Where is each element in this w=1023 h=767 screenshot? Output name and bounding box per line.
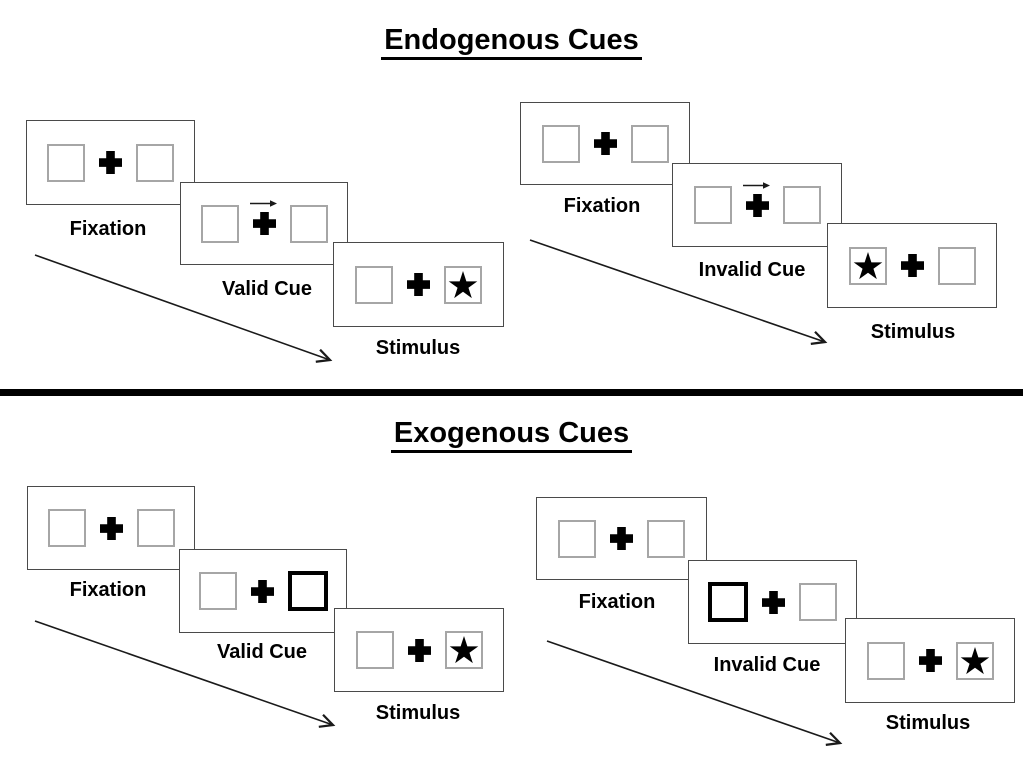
- left-placeholder-box: [541, 124, 580, 163]
- star-icon: [960, 646, 989, 674]
- endo-valid-fixation-card: [26, 120, 195, 205]
- left-placeholder-box: [47, 509, 86, 547]
- fixation-cross-icon: [250, 579, 274, 603]
- fixation-cross-icon: [407, 638, 431, 662]
- section-divider: [0, 389, 1023, 396]
- exo-valid-fixation-card: [27, 486, 195, 570]
- right-placeholder-box: [799, 583, 837, 621]
- section-title-exogenous: Exogenous Cues: [0, 417, 1023, 453]
- step-label-cue: Invalid Cue: [698, 259, 806, 281]
- section-title-endogenous: Endogenous Cues: [0, 24, 1023, 60]
- star-target-box: [444, 265, 482, 304]
- fixation-cross-icon: [742, 181, 770, 217]
- fixation-cross-icon: [249, 200, 277, 235]
- section-title-endogenous-text: Endogenous Cues: [381, 24, 642, 60]
- step-label-cue: Valid Cue: [221, 278, 313, 300]
- step-label-stimulus: Stimulus: [870, 321, 956, 343]
- exo-invalid-fixation-card: [536, 497, 707, 580]
- endo-valid-stimulus-card: [333, 242, 504, 327]
- exo-valid-cue-card: [179, 549, 347, 633]
- cue-highlight-box: [287, 571, 328, 611]
- left-placeholder-box: [866, 641, 905, 680]
- left-placeholder-box: [47, 143, 85, 182]
- right-arrow-icon: [742, 181, 770, 189]
- exo-valid-stimulus-card: [334, 608, 504, 692]
- step-label-cue: Valid Cue: [216, 641, 308, 663]
- diagonal-timeline-arrow-icon: [546, 640, 843, 746]
- star-icon: [853, 251, 882, 279]
- star-target-box: [955, 641, 994, 680]
- left-placeholder-box: [355, 631, 394, 669]
- step-label-fixation: Fixation: [69, 218, 147, 240]
- right-placeholder-box: [289, 204, 328, 243]
- fixation-cross-icon: [593, 132, 617, 155]
- right-placeholder-box: [782, 186, 821, 224]
- diagonal-timeline-arrow-icon: [34, 254, 333, 363]
- step-label-fixation: Fixation: [563, 195, 641, 217]
- step-label-fixation: Fixation: [69, 579, 147, 601]
- right-arrow-icon: [249, 200, 277, 207]
- step-label-stimulus: Stimulus: [375, 702, 461, 724]
- right-placeholder-box: [647, 519, 685, 558]
- section-title-exogenous-text: Exogenous Cues: [390, 417, 633, 453]
- endo-invalid-cue-card: [672, 163, 842, 247]
- star-icon: [448, 270, 478, 298]
- fixation-cross-icon: [918, 649, 942, 672]
- diagonal-timeline-arrow-icon: [34, 620, 336, 728]
- fixation-cross-icon: [99, 516, 123, 540]
- fixation-cross-icon: [407, 273, 430, 296]
- left-placeholder-box: [693, 186, 732, 224]
- left-placeholder-box: [558, 519, 596, 558]
- star-icon: [449, 636, 478, 664]
- step-label-fixation: Fixation: [578, 591, 656, 613]
- right-placeholder-box: [136, 143, 174, 182]
- star-target-box: [848, 246, 887, 285]
- left-placeholder-box: [200, 204, 239, 243]
- star-target-box: [444, 631, 483, 669]
- left-placeholder-box: [198, 572, 237, 610]
- endo-valid-cue-card: [180, 182, 348, 265]
- right-placeholder-box: [136, 509, 175, 547]
- fixation-cross-icon: [610, 527, 633, 550]
- exo-invalid-stimulus-card: [845, 618, 1015, 703]
- fixation-cross-icon: [900, 254, 924, 277]
- step-label-stimulus: Stimulus: [375, 337, 461, 359]
- right-placeholder-box: [630, 124, 669, 163]
- fixation-cross-icon: [99, 151, 122, 174]
- step-label-stimulus: Stimulus: [885, 712, 971, 734]
- endo-invalid-fixation-card: [520, 102, 690, 185]
- step-label-cue: Invalid Cue: [713, 654, 821, 676]
- fixation-cross-icon: [762, 590, 785, 614]
- exo-invalid-cue-card: [688, 560, 857, 644]
- endo-invalid-stimulus-card: [827, 223, 997, 308]
- left-placeholder-box: [355, 265, 393, 304]
- diagonal-timeline-arrow-icon: [529, 239, 828, 345]
- right-placeholder-box: [937, 246, 976, 285]
- cue-highlight-box: [708, 582, 748, 622]
